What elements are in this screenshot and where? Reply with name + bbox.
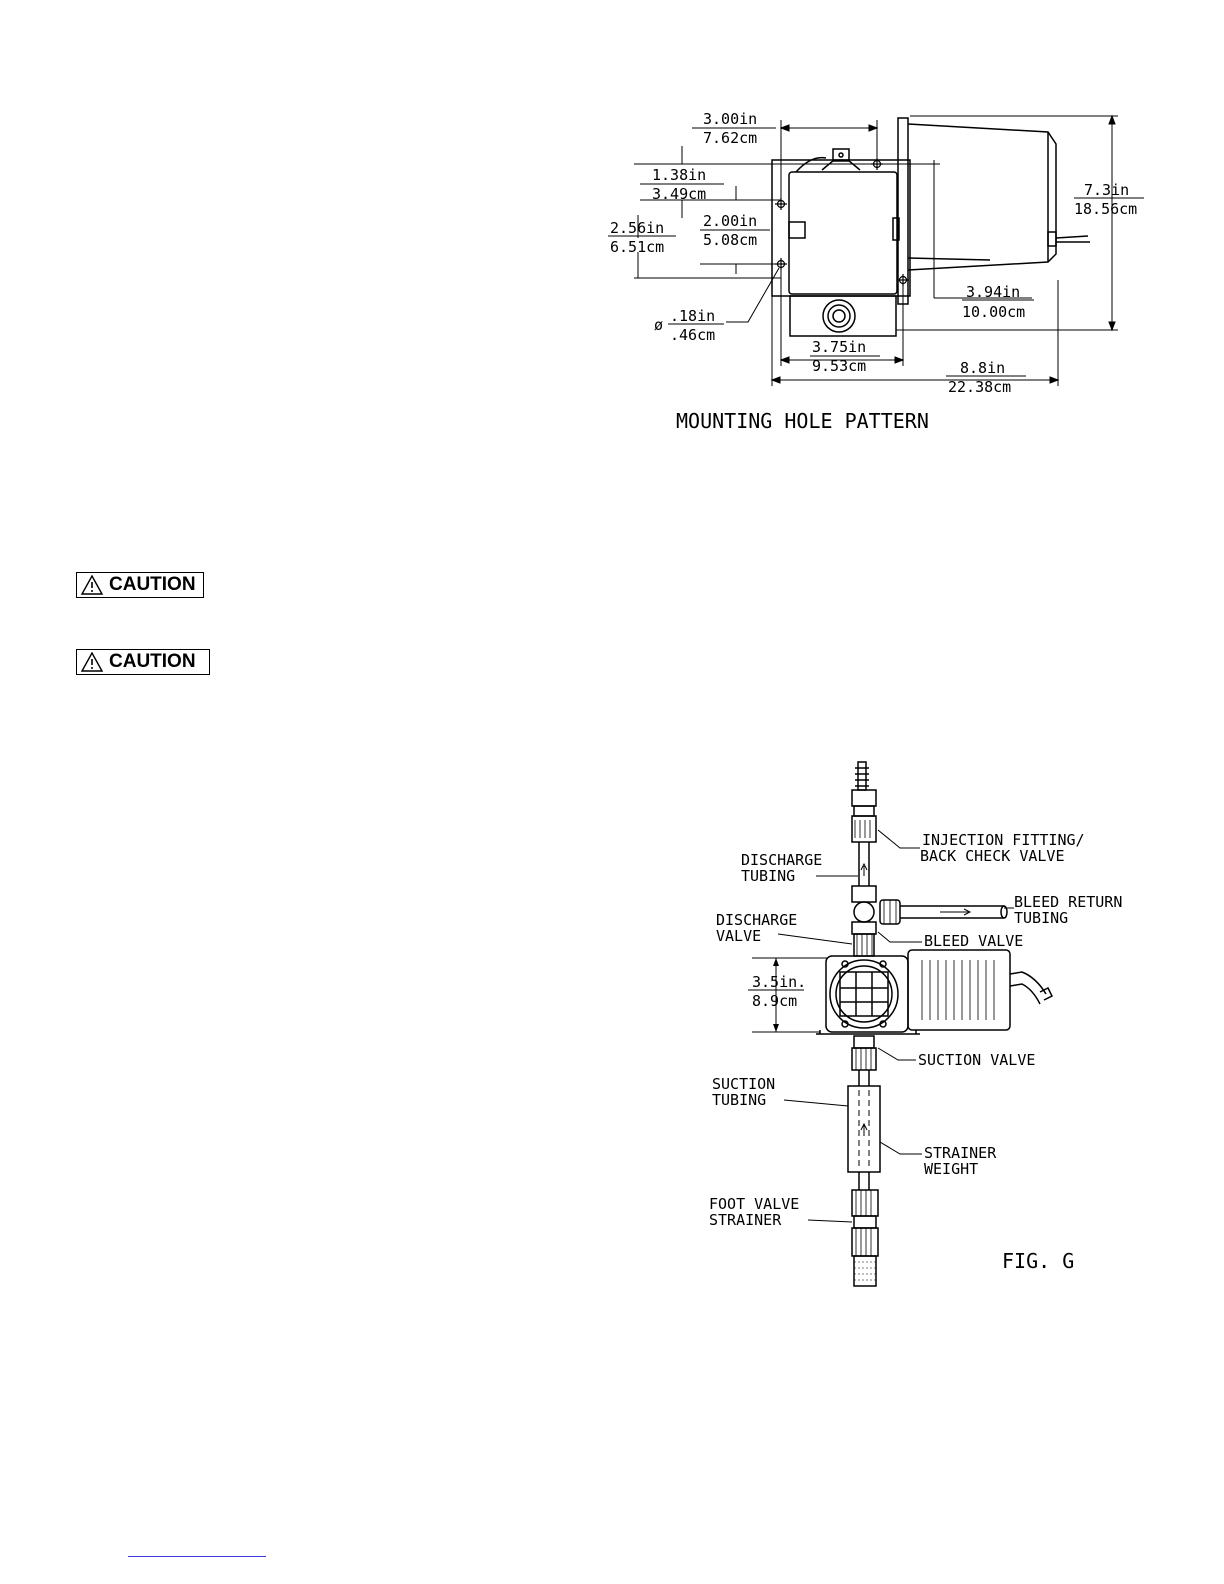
- injection-fitting: [851, 761, 877, 843]
- label-dim-in: 3.5in.: [752, 973, 806, 991]
- mounting-plate: [771, 159, 911, 297]
- fig-g-label: FIG. G: [1002, 1249, 1074, 1273]
- dim-length-cm: 22.38cm: [948, 378, 1011, 396]
- bleed-return-tubing: [900, 905, 1004, 919]
- dim-mid-cm: 5.08cm: [703, 231, 757, 249]
- caution-label: CAUTION: [109, 651, 196, 672]
- mounting-caption: MOUNTING HOLE PATTERN: [676, 409, 929, 433]
- dim-left2-in: 2.56in: [610, 219, 664, 237]
- label-discharge-tubing-1: DISCHARGE: [741, 851, 822, 869]
- label-injection-fitting: INJECTION FITTING/: [922, 831, 1085, 849]
- dim-bottom-in: 3.75in: [812, 338, 866, 356]
- installation-figure: INJECTION FITTING/ BACK CHECK VALVE DISC…: [709, 761, 1122, 1287]
- label-discharge-tubing-2: TUBING: [741, 867, 795, 885]
- label-discharge-valve-1: DISCHARGE: [716, 911, 797, 929]
- dim-mid-in: 2.00in: [703, 212, 757, 230]
- label-suction-tubing-1: SUCTION: [712, 1075, 775, 1093]
- suction-valve: [853, 1035, 875, 1049]
- footnote-rule: [128, 1556, 266, 1557]
- dim-hole-symbol: ø: [654, 316, 663, 334]
- caution-box-2: CAUTION: [76, 649, 210, 675]
- suction-tubing: [858, 1070, 870, 1086]
- foot-valve-strainer: [851, 1189, 879, 1287]
- label-suction-valve: SUCTION VALVE: [918, 1051, 1035, 1069]
- suction-block: [789, 295, 897, 337]
- strainer-weight: [847, 1085, 881, 1173]
- dim-top-cm: 7.62cm: [703, 129, 757, 147]
- label-back-check-valve: BACK CHECK VALVE: [920, 847, 1065, 865]
- discharge-tubing: [858, 842, 870, 886]
- label-strainer-weight-2: WEIGHT: [924, 1160, 978, 1178]
- label-foot-valve-2: STRAINER: [709, 1211, 782, 1229]
- mounting-hole-pattern-figure: 3.00in 7.62cm 1.38in 3.49cm 2.56in 6.51c…: [608, 110, 1144, 433]
- pump-head: [829, 959, 899, 1029]
- label-bleed-return-2: TUBING: [1014, 909, 1068, 927]
- dim-bottom-cm: 9.53cm: [812, 357, 866, 375]
- label-bleed-valve: BLEED VALVE: [924, 932, 1023, 950]
- warning-triangle-icon: [81, 575, 103, 595]
- dim-right-cm: 10.00cm: [962, 303, 1025, 321]
- dim-height-in: 7.3in: [1084, 181, 1129, 199]
- caution-label: CAUTION: [109, 574, 196, 595]
- label-suction-tubing-2: TUBING: [712, 1091, 766, 1109]
- dim-length-in: 8.8in: [960, 359, 1005, 377]
- dim-right-in: 3.94in: [966, 283, 1020, 301]
- bleed-valve-body: [851, 885, 877, 903]
- motor-housing: [907, 123, 1057, 271]
- dim-height-cm: 18.56cm: [1074, 200, 1137, 218]
- label-foot-valve-1: FOOT VALVE: [709, 1195, 799, 1213]
- dim-hole-cm: .46cm: [670, 326, 715, 344]
- dim-left1-in: 1.38in: [652, 166, 706, 184]
- label-bleed-return-1: BLEED RETURN: [1014, 893, 1122, 911]
- label-strainer-weight-1: STRAINER: [924, 1144, 997, 1162]
- dim-hole-in: .18in: [670, 307, 715, 325]
- pump-motor: [907, 949, 1011, 1031]
- pump-housing: [825, 955, 909, 1033]
- caution-box-1: CAUTION: [76, 572, 204, 598]
- pump-handle: [821, 159, 861, 171]
- warning-triangle-icon: [81, 652, 103, 672]
- label-dim-cm: 8.9cm: [752, 992, 797, 1010]
- dim-left1-cm: 3.49cm: [652, 185, 706, 203]
- dimension-lines: [608, 114, 1144, 386]
- leader-lines: [777, 829, 1014, 1223]
- dim-top-in: 3.00in: [703, 110, 757, 128]
- dim-left2-cm: 6.51cm: [610, 238, 664, 256]
- label-discharge-valve-2: VALVE: [716, 927, 761, 945]
